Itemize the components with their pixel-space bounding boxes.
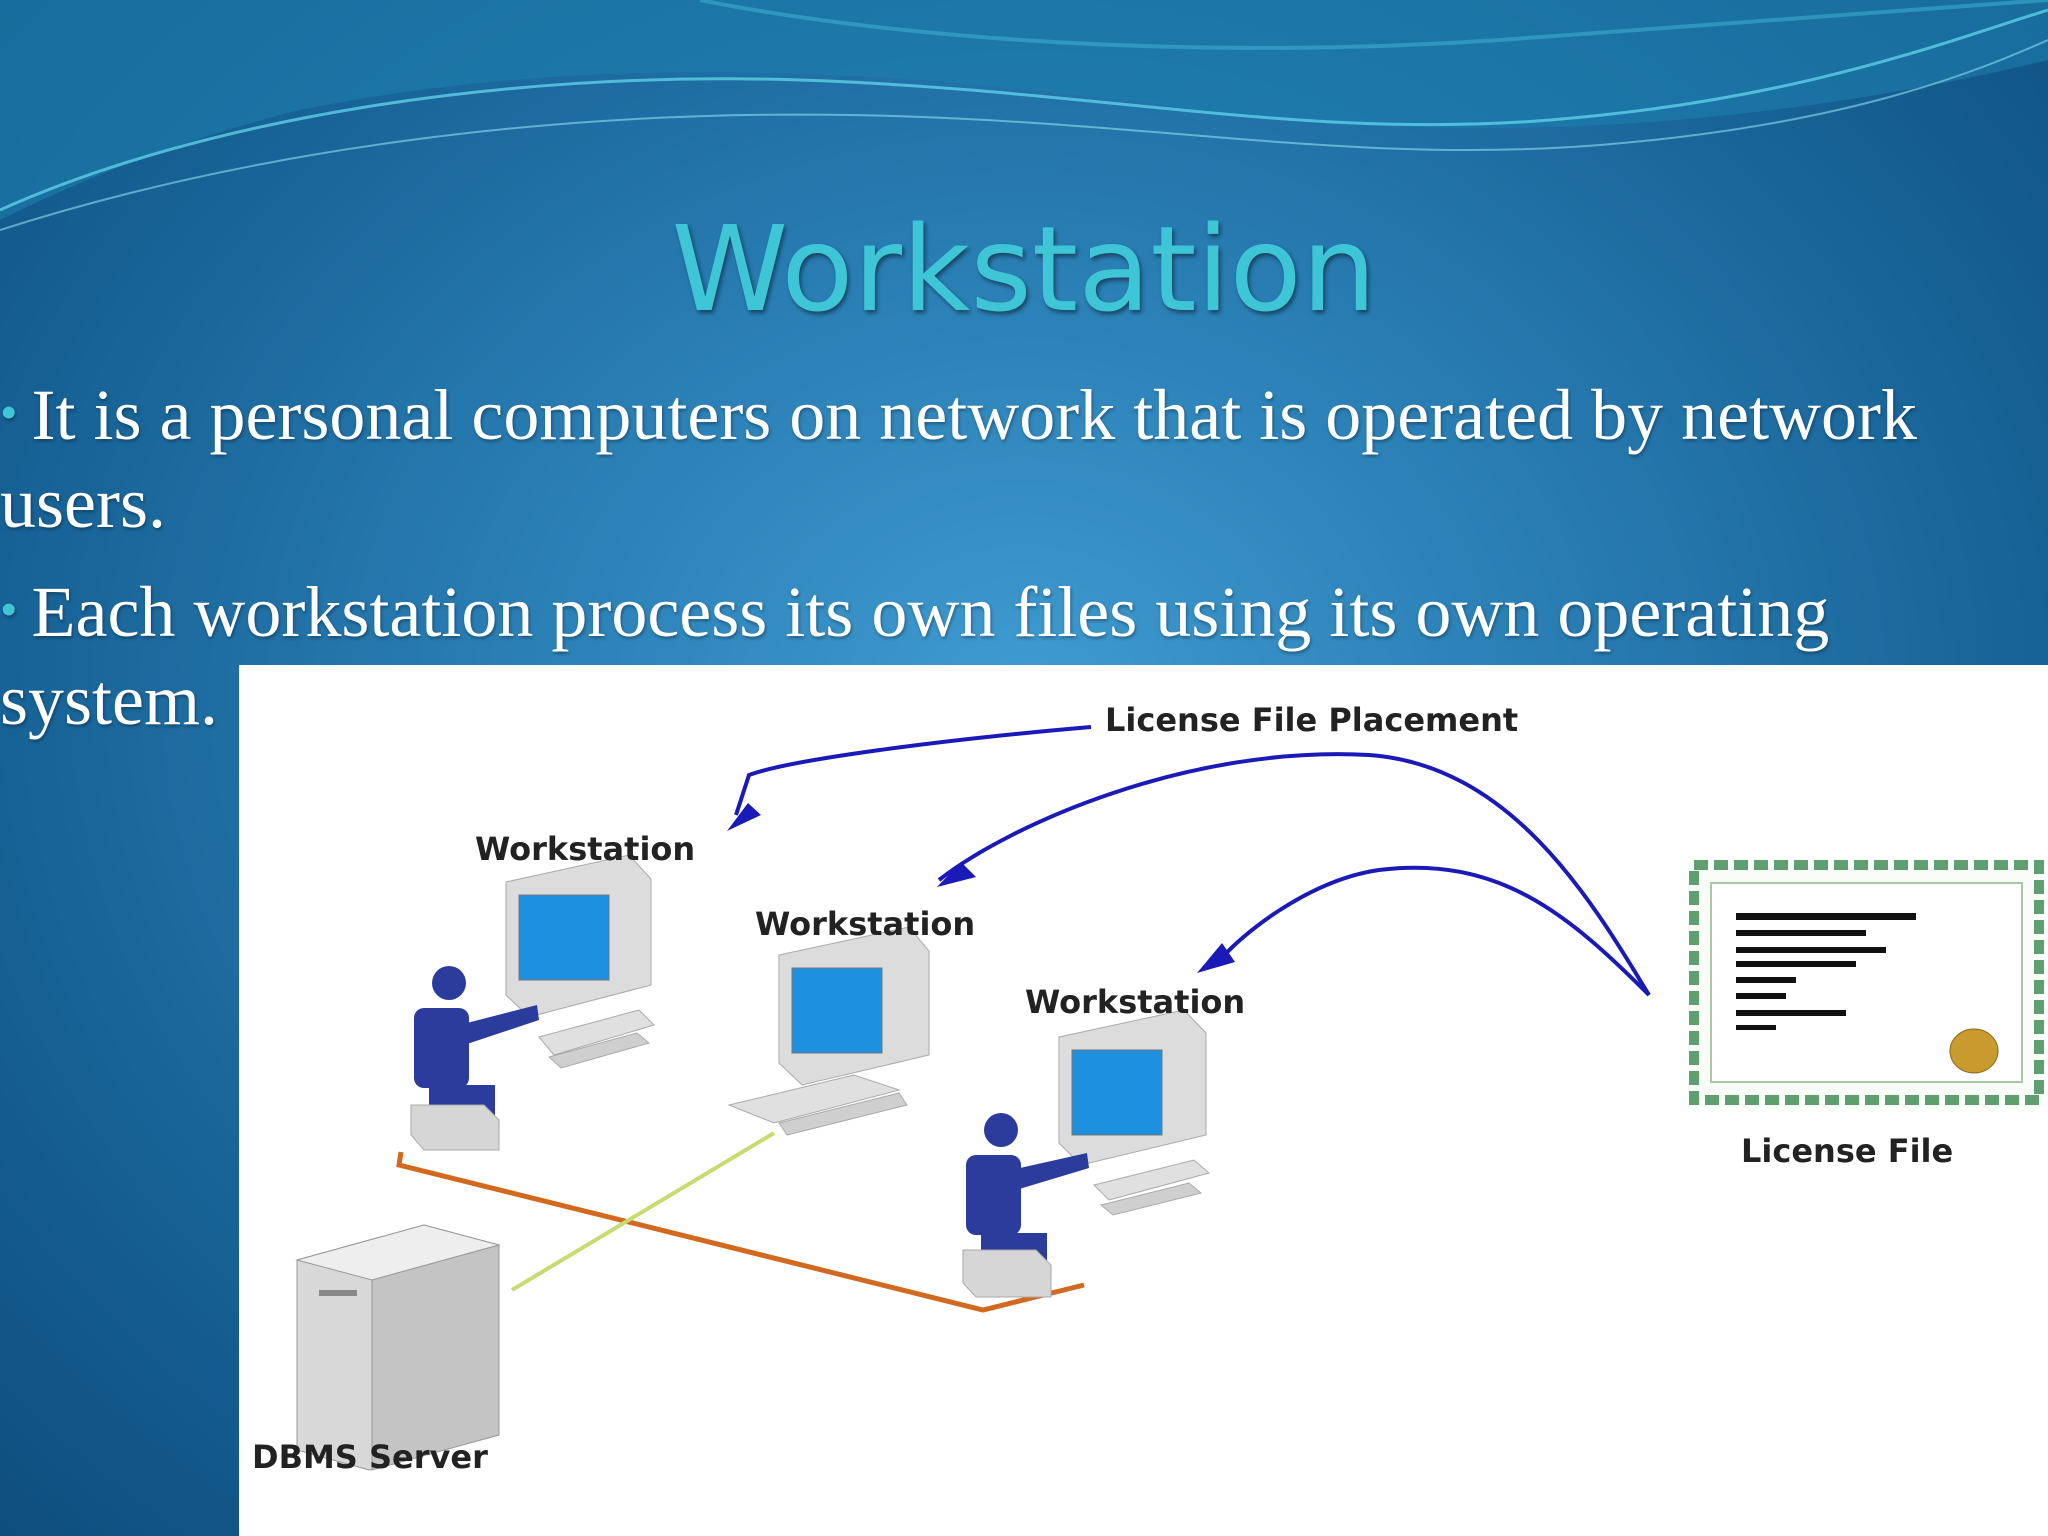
bullet-marker: • xyxy=(0,384,18,440)
header-wave-decoration xyxy=(0,0,2048,231)
workstation-3 xyxy=(962,1009,1211,1298)
arrow-to-workstation-2 xyxy=(937,752,1651,997)
slide-title: Workstation xyxy=(671,200,1377,338)
user-figure-icon xyxy=(410,966,539,1151)
monitor-screen xyxy=(791,967,883,1054)
workstation-2 xyxy=(727,926,930,1136)
user-figure-icon xyxy=(962,1113,1089,1298)
workstation-label: Workstation xyxy=(475,830,696,868)
workstation-1 xyxy=(410,854,655,1151)
bullet-list: •It is a personal computers on network t… xyxy=(0,368,2040,762)
workstation-label: Workstation xyxy=(1025,983,1246,1021)
bullet-text: It is a personal computers on network th… xyxy=(0,375,1918,543)
bullet-text: Each workstation process its own files u… xyxy=(0,572,1830,740)
diagram-graphics xyxy=(295,725,2044,1471)
license-certificate-icon xyxy=(1689,860,2044,1105)
arrow-to-workstation-1 xyxy=(734,725,1092,816)
network-diagram: License File Placement Workstation Works… xyxy=(239,665,2048,1536)
arrowhead-icon xyxy=(1197,943,1235,973)
workstation-label: Workstation xyxy=(755,905,976,943)
arrowhead-icon xyxy=(937,862,976,887)
arrowhead-icon xyxy=(727,803,761,831)
arrow-to-workstation-3 xyxy=(1214,865,1651,997)
bullet-item: •Each workstation process its own files … xyxy=(0,565,2040,744)
bullet-item: •It is a personal computers on network t… xyxy=(0,368,2040,547)
bullet-marker: • xyxy=(0,581,18,637)
server-icon xyxy=(295,1224,501,1471)
monitor-screen xyxy=(518,894,610,981)
license-file-label: License File xyxy=(1741,1132,1954,1170)
network-cable-green xyxy=(510,1131,776,1292)
monitor-screen xyxy=(1071,1049,1163,1136)
server-label: DBMS Server xyxy=(252,1438,488,1476)
arrow-label: License File Placement xyxy=(1105,701,1519,739)
